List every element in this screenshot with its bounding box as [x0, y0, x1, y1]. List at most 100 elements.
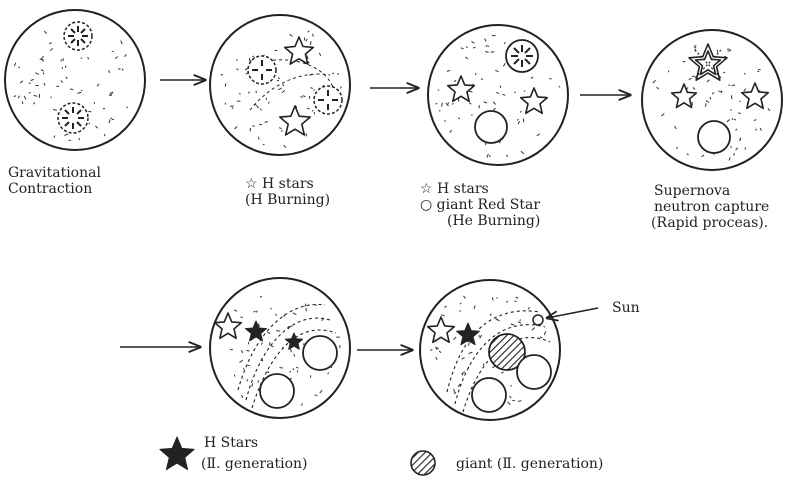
legend-h-star-icon: [160, 437, 194, 470]
dust-speck: [676, 147, 678, 149]
dust-speck: [301, 403, 303, 405]
dust-speck: [436, 104, 438, 105]
dust-speck: [528, 307, 530, 309]
sun-pointer-arrow: [547, 308, 598, 318]
dust-speck: [730, 110, 731, 111]
dust-speck: [731, 146, 732, 147]
dust-speck: [41, 56, 43, 58]
dust-speck: [31, 79, 34, 80]
dust-speck: [256, 105, 258, 108]
dust-speck: [111, 118, 112, 119]
dust-speck: [35, 73, 39, 74]
dust-speck: [514, 92, 515, 93]
dust-speck: [89, 123, 90, 124]
h-star-icon: [428, 317, 455, 342]
dust-speck: [537, 134, 540, 136]
dust-speck: [280, 368, 283, 369]
dust-speck: [754, 120, 756, 121]
dust-speck: [232, 107, 233, 108]
dust-speck: [736, 129, 738, 130]
dust-speck: [549, 78, 551, 79]
dust-speck: [474, 305, 475, 308]
dust-speck: [706, 101, 709, 103]
dust-speck: [50, 48, 53, 50]
dust-speck: [452, 103, 453, 105]
dust-speck: [454, 392, 456, 394]
dust-speck: [278, 78, 280, 79]
dust-speck: [260, 109, 261, 110]
dust-speck: [738, 113, 741, 114]
dust-speck: [465, 57, 468, 59]
dust-speck: [278, 88, 282, 90]
dust-speck: [492, 366, 495, 368]
h-star-icon: [280, 106, 310, 135]
dust-speck: [306, 134, 307, 137]
dust-speck: [496, 92, 498, 94]
dust-speck: [77, 92, 81, 93]
dust-speck: [675, 126, 677, 129]
dust-speck: [250, 128, 251, 131]
dust-speck: [509, 396, 511, 398]
dust-speck: [504, 42, 505, 44]
h-star-icon: [215, 313, 242, 338]
dust-speck: [313, 34, 314, 37]
dust-speck: [490, 314, 491, 316]
dust-speck: [454, 80, 456, 82]
dust-speck: [267, 332, 270, 333]
dust-speck: [694, 47, 696, 48]
dust-speck: [454, 389, 455, 392]
dust-speck: [494, 108, 496, 110]
dust-speck: [19, 96, 20, 99]
dust-speck: [462, 358, 465, 359]
dust-speck: [282, 90, 285, 93]
dust-speck: [507, 301, 508, 303]
giant-red-star-icon: [303, 336, 337, 370]
dust-speck: [29, 93, 31, 94]
dust-speck: [97, 84, 99, 87]
dust-speck: [493, 102, 496, 105]
h-star-icon: [285, 37, 314, 64]
contracting-cloud-icon: [314, 86, 342, 114]
dust-speck: [462, 372, 465, 374]
stage-2-circle: [210, 15, 350, 155]
dust-speck: [109, 119, 110, 123]
dust-speck: [486, 46, 490, 47]
dust-speck: [520, 111, 522, 112]
dust-speck: [290, 34, 293, 36]
dust-speck: [507, 155, 508, 157]
stage-4-label: Supernova neutron capture (Rapid proceas…: [651, 183, 774, 231]
dust-speck: [24, 96, 26, 99]
dust-speck: [491, 52, 495, 53]
stage-5-circle: [210, 278, 350, 418]
dust-speck: [544, 331, 545, 335]
dust-speck: [282, 130, 283, 132]
dust-speck: [234, 126, 237, 129]
dust-speck: [260, 296, 262, 297]
dust-speck: [521, 151, 524, 154]
dust-speck: [310, 41, 311, 45]
contracting-cloud-icon: [248, 56, 276, 84]
dust-speck: [734, 119, 736, 120]
dust-speck: [289, 371, 290, 372]
dust-speck: [54, 136, 55, 138]
dust-speck: [41, 70, 44, 72]
dust-speck: [258, 380, 259, 382]
dust-speck: [306, 39, 308, 42]
dust-speck: [20, 81, 23, 83]
dust-speck: [109, 95, 111, 97]
dust-speck: [322, 319, 324, 320]
dust-speck: [518, 119, 519, 120]
contracting-cloud-icon: [64, 22, 92, 50]
dust-speck: [40, 59, 44, 60]
dust-speck: [221, 74, 223, 75]
dust-speck: [728, 50, 732, 51]
dust-speck: [53, 109, 57, 110]
dust-speck: [495, 70, 498, 72]
dust-speck: [115, 57, 118, 59]
legend: H Stars (Ⅱ. generation) giant (Ⅱ. genera…: [160, 435, 603, 475]
dust-speck: [483, 364, 484, 366]
dust-speck: [51, 97, 52, 99]
dust-speck: [518, 121, 519, 124]
dust-speck: [484, 102, 488, 103]
dust-speck: [311, 88, 313, 89]
